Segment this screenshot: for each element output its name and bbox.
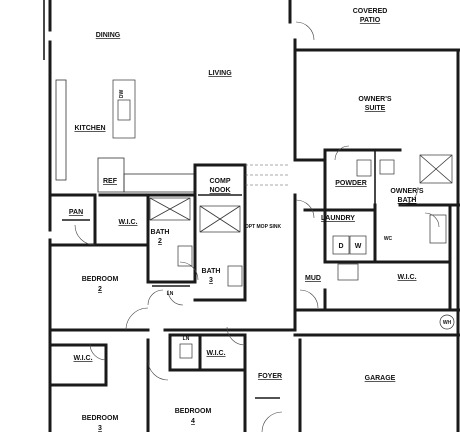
label-foyer: FOYER xyxy=(258,373,282,380)
room-labels: COVERED PATIO DINING LIVING OWNER'S SUIT… xyxy=(69,8,424,432)
label-kitchen: KITCHEN xyxy=(74,125,105,132)
label-owners-suite-line2: SUITE xyxy=(365,105,386,112)
label-bedroom-3-line1: BEDROOM xyxy=(82,415,119,422)
label-covered-patio-line2: PATIO xyxy=(360,17,381,24)
fixture-labels: DW D W WC WH LN LN xyxy=(119,90,452,342)
label-bath-2-line2: 2 xyxy=(158,238,162,245)
label-garage: GARAGE xyxy=(365,375,396,382)
label-dishwasher: DW xyxy=(119,90,125,99)
label-bedroom-3-line2: 3 xyxy=(98,425,102,432)
label-bedroom-2-line2: 2 xyxy=(98,286,102,293)
label-bath-2-line1: BATH xyxy=(151,229,170,236)
label-covered-patio-line1: COVERED xyxy=(353,8,388,15)
label-washer: W xyxy=(355,243,362,250)
label-powder: POWDER xyxy=(335,180,367,187)
label-wic-2: W.I.C. xyxy=(73,355,92,362)
label-mud: MUD xyxy=(305,275,321,282)
label-bedroom-4-line2: 4 xyxy=(191,418,195,425)
label-wic-1: W.I.C. xyxy=(118,219,137,226)
label-bedroom-2-line1: BEDROOM xyxy=(82,276,119,283)
label-owners-bath-line2: BATH xyxy=(398,197,417,204)
label-laundry: LAUNDRY xyxy=(321,215,355,222)
label-owners-bath-line1: OWNER'S xyxy=(390,188,423,195)
label-water-closet: WC xyxy=(384,236,393,242)
label-wic-owner: W.I.C. xyxy=(397,274,416,281)
label-owners-suite-line1: OWNER'S xyxy=(358,96,391,103)
label-water-heater: WH xyxy=(443,320,452,326)
label-ref: REF xyxy=(103,178,118,185)
label-linen-1: LN xyxy=(167,291,174,297)
label-wic-3: W.I.C. xyxy=(206,350,225,357)
doors xyxy=(74,21,440,432)
walls xyxy=(43,0,460,432)
label-linen-2: LN xyxy=(183,336,190,342)
label-comp-nook-line1: COMP xyxy=(210,178,231,185)
label-bath-3-line1: BATH xyxy=(202,268,221,275)
label-living: LIVING xyxy=(208,70,232,77)
label-bedroom-4-line1: BEDROOM xyxy=(175,408,212,415)
label-pantry: PAN xyxy=(69,209,83,216)
label-comp-nook-line2: NOOK xyxy=(210,187,231,194)
label-opt-mop-sink: OPT MOP SINK xyxy=(245,224,282,230)
label-dining: DINING xyxy=(96,32,121,39)
label-dryer: D xyxy=(338,243,343,250)
label-bath-3-line2: 3 xyxy=(209,277,213,284)
